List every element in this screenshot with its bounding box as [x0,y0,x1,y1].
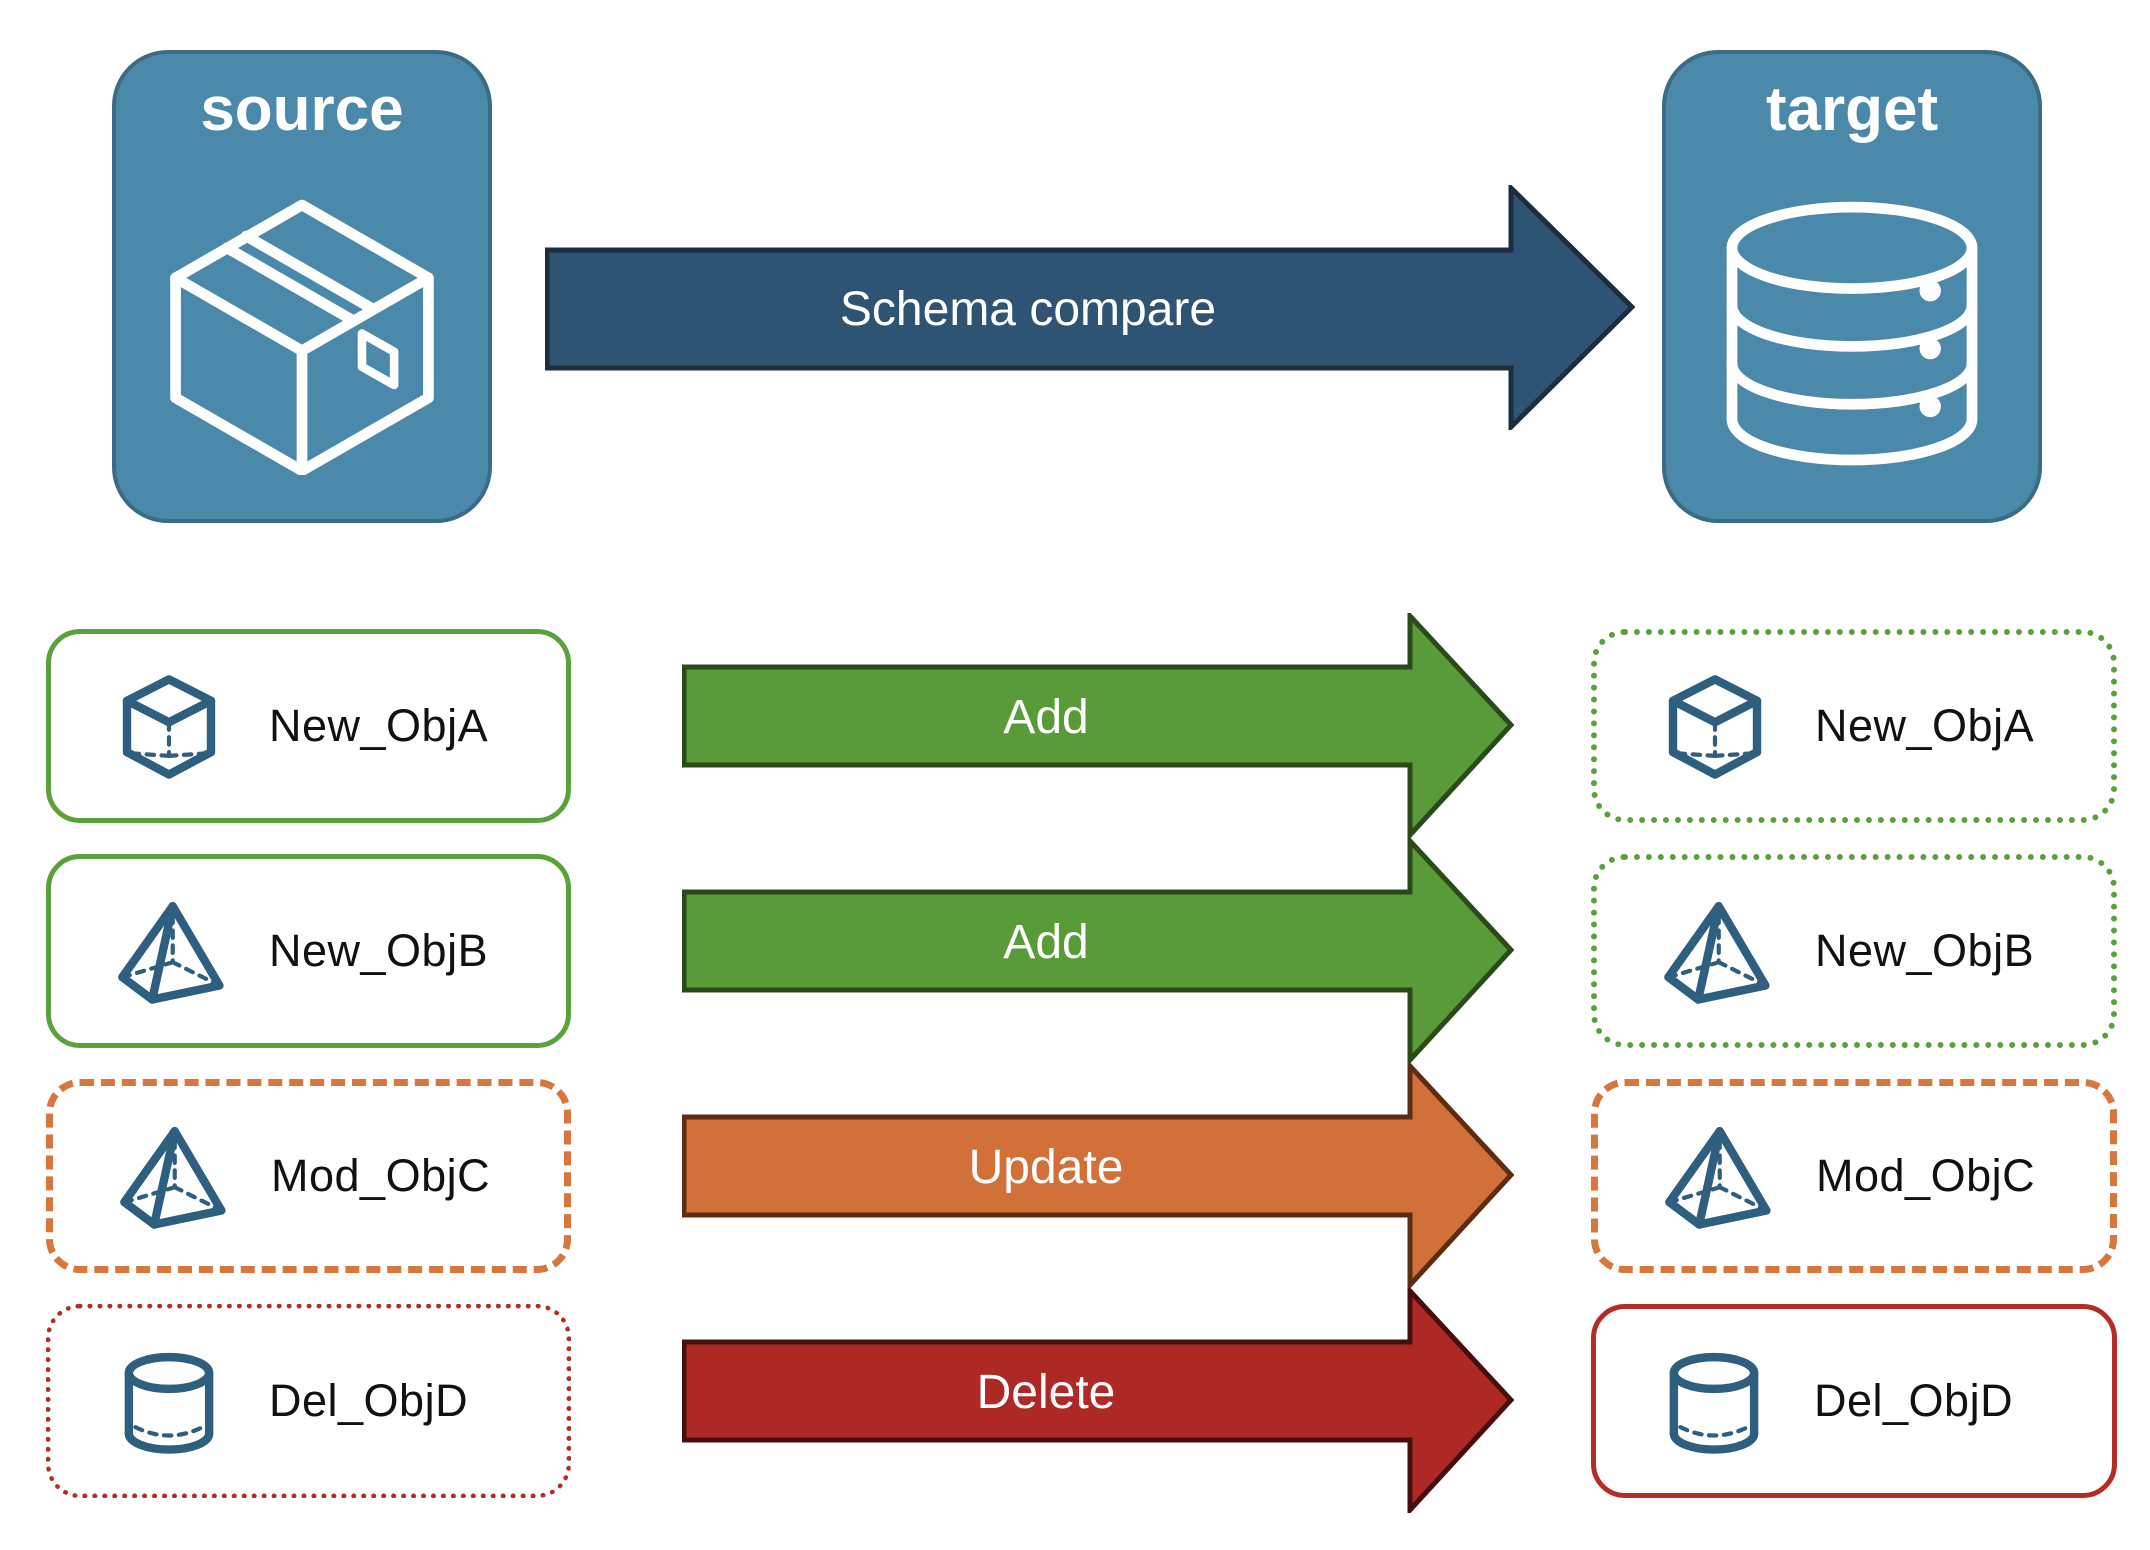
target-object-box: Del_ObjD [1591,1304,2117,1498]
update-arrow [682,1063,1514,1288]
source-object-box: Mod_ObjC [46,1079,571,1273]
diff-row-del-objd: Del_ObjD Delete Del_ObjD [0,1288,2150,1513]
source-object-box: Del_ObjD [46,1304,571,1498]
target-node: target [1662,50,2042,523]
action-arrow-label: Delete [976,1365,1116,1419]
action-arrow-label: Update [968,1140,1124,1194]
cube-3d-icon [113,670,225,782]
cube-3d-icon [1659,670,1771,782]
pyramid-3d-icon [115,1120,227,1232]
schema-compare-arrow-label: Schema compare [839,282,1217,336]
pyramid-3d-icon [1660,1120,1772,1232]
action-arrow-label: Add [1003,690,1089,744]
object-label: New_ObjB [1815,925,2035,976]
diff-row-new-obja: New_ObjA Add New_ObjA [0,613,2150,838]
schema-compare-arrow [545,185,1635,430]
package-box-icon [152,175,452,475]
database-icon [1702,175,2002,475]
diff-row-mod-objc: Mod_ObjC Update Mod_ObjC [0,1063,2150,1288]
object-label: New_ObjA [1815,700,2035,751]
cylinder-3d-icon [1658,1345,1770,1457]
delete-arrow [682,1288,1514,1513]
cylinder-3d-icon [113,1345,225,1457]
target-node-title: target [1765,75,1939,144]
source-object-box: New_ObjA [46,629,571,823]
action-arrow-label: Add [1003,915,1089,969]
diff-row-new-objb: New_ObjB Add New_ObjB [0,838,2150,1063]
source-object-box: New_ObjB [46,854,571,1048]
pyramid-3d-icon [113,895,225,1007]
object-label: Del_ObjD [269,1375,469,1426]
object-label: Del_ObjD [1814,1375,2014,1426]
target-object-box: Mod_ObjC [1591,1079,2117,1273]
object-label: New_ObjA [269,700,489,751]
target-object-box: New_ObjA [1591,629,2117,823]
object-label: Mod_ObjC [271,1150,491,1201]
pyramid-3d-icon [1659,895,1771,1007]
source-node-title: source [200,75,404,144]
add-arrow [682,613,1514,838]
object-label: New_ObjB [269,925,489,976]
source-node: source [112,50,492,523]
object-label: Mod_ObjC [1816,1150,2036,1201]
target-object-box: New_ObjB [1591,854,2117,1048]
add-arrow [682,838,1514,1063]
